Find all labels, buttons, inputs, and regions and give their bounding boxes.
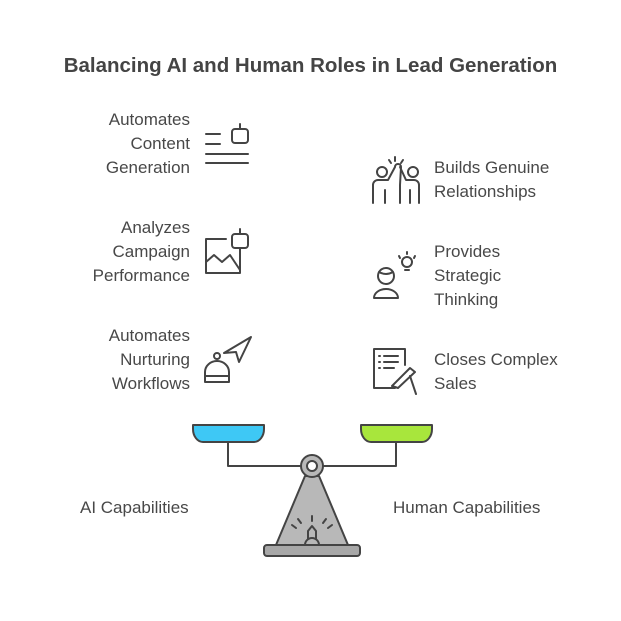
human-pan — [360, 424, 433, 443]
label-line: Content — [130, 134, 190, 153]
robot-document-icon — [205, 123, 249, 164]
label-line: Performance — [92, 266, 190, 285]
ai-item-nurturing: Automates Nurturing Workflows — [10, 324, 190, 396]
label-line: Strategic — [434, 266, 502, 285]
human-item-sales: Closes Complex Sales — [434, 348, 614, 396]
label-line: Workflows — [111, 374, 190, 393]
human-item-strategy: Provides Strategic Thinking — [434, 240, 614, 312]
label-line: Analyzes — [121, 218, 190, 237]
scale-base — [263, 544, 361, 557]
label-line: Closes Complex — [434, 350, 558, 369]
ai-item-content: Automates Content Generation — [10, 108, 190, 180]
person-idea-icon — [373, 251, 416, 299]
diagram-title: Balancing AI and Human Roles in Lead Gen… — [63, 54, 558, 77]
label-line: Relationships — [434, 182, 537, 201]
ai-capabilities-caption: AI Capabilities — [80, 498, 189, 517]
robot-chart-icon — [205, 228, 249, 274]
robot-send-icon — [204, 336, 252, 383]
ai-pan — [192, 424, 265, 443]
label-line: Automates — [108, 326, 190, 345]
scale-stand — [275, 475, 349, 546]
label-line: Sales — [434, 374, 477, 393]
high-five-icon — [372, 156, 420, 204]
label-line: Automates — [108, 110, 190, 129]
human-item-relationships: Builds Genuine Relationships — [434, 156, 614, 204]
human-capabilities-caption: Human Capabilities — [393, 498, 541, 517]
label-line: Generation — [105, 158, 190, 177]
label-line: Thinking — [434, 290, 499, 309]
label-line: Nurturing — [120, 350, 190, 369]
balance-scale — [192, 424, 433, 557]
contract-sign-icon — [373, 348, 417, 395]
label-line: Campaign — [112, 242, 191, 261]
ai-item-campaign: Analyzes Campaign Performance — [10, 216, 190, 288]
label-line: Provides — [434, 242, 501, 261]
label-line: Builds Genuine — [434, 158, 550, 177]
